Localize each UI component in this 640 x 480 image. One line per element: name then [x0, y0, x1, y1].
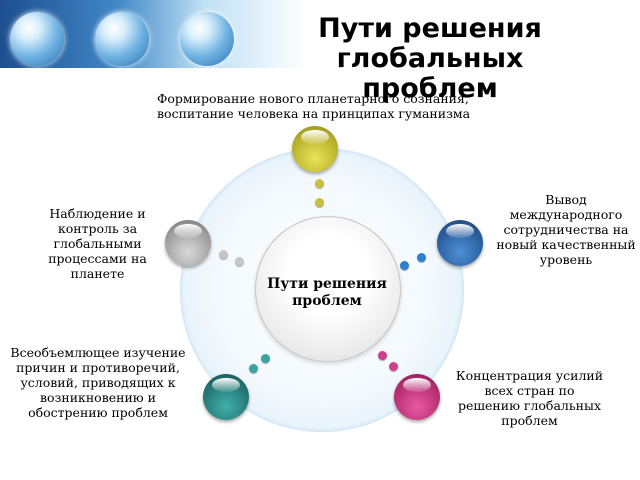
connector-dot-bottom-right — [389, 362, 398, 371]
node-label-left: Наблюдение и контроль за глобальными про… — [48, 206, 147, 281]
center-hub — [255, 216, 401, 362]
node-label-top: Формирование нового планетарного сознани… — [157, 91, 471, 121]
connector-dot-bottom-right — [378, 351, 387, 360]
node-label-bottom-right: Концентрация усилий всех стран по решени… — [455, 368, 604, 428]
header-banner — [0, 0, 640, 68]
center-label: Пути решения проблем — [267, 276, 387, 309]
connector-dot-left — [219, 250, 228, 259]
globe-icon — [180, 12, 234, 66]
connector-dot-left — [235, 257, 244, 266]
globe-icon — [95, 12, 149, 66]
connector-dot-right — [400, 261, 409, 270]
node-ball-bottom-right — [394, 374, 440, 420]
node-label-right: Вывод международного сотрудничества на н… — [496, 192, 636, 267]
node-ball-right — [437, 220, 483, 266]
node-ball-left — [165, 220, 211, 266]
connector-dot-right — [417, 253, 426, 262]
connector-dot-top — [315, 198, 324, 207]
node-label-bottom-left: Всеобъемлющее изучение причин и противор… — [10, 345, 186, 420]
connector-dot-bottom-left — [261, 354, 270, 363]
globe-icon — [10, 12, 64, 66]
node-ball-top — [292, 126, 338, 172]
node-ball-bottom-left — [203, 374, 249, 420]
page-title: Пути решения глобальных проблем — [318, 13, 542, 104]
connector-dot-bottom-left — [249, 364, 258, 373]
connector-dot-top — [315, 179, 324, 188]
